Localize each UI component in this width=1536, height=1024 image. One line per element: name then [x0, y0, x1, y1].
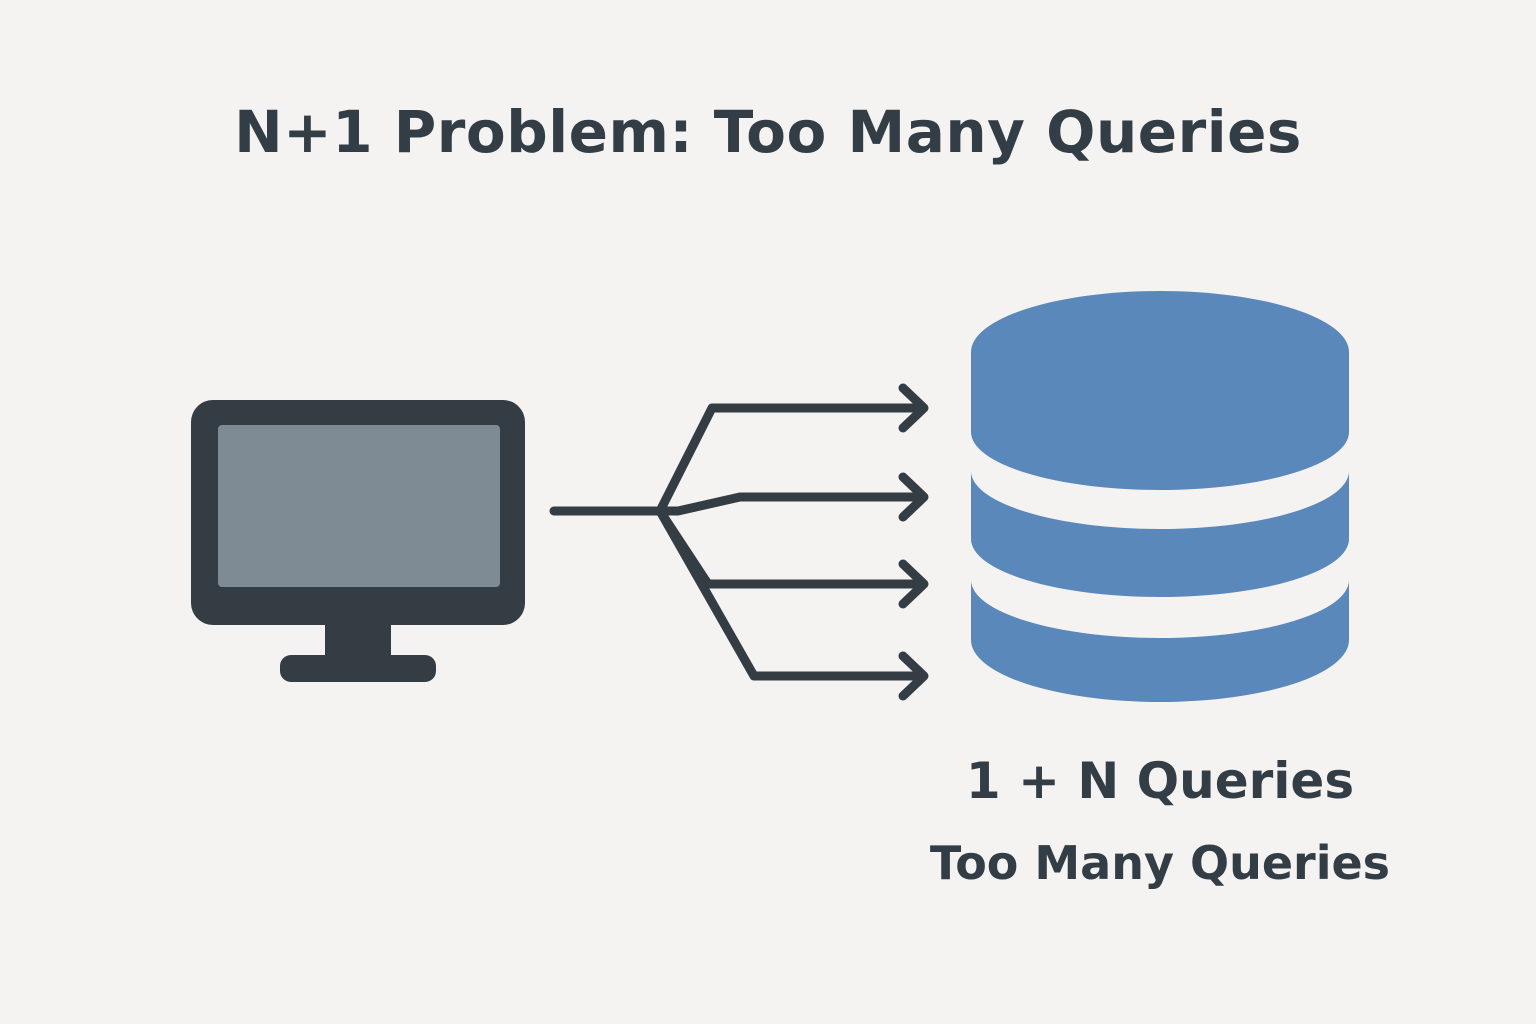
query-arrow-2 [655, 492, 927, 516]
database-top-disk [971, 291, 1349, 490]
query-arrows [549, 383, 929, 701]
database-label-secondary: Too Many Queries [929, 836, 1391, 890]
monitor-icon [191, 400, 525, 682]
monitor-stand [280, 655, 436, 682]
query-arrow-1 [655, 403, 927, 516]
database-bottom-disk [971, 580, 1349, 702]
arrowhead-1 [898, 383, 929, 433]
arrowhead-2 [898, 472, 929, 522]
database-middle-disk [971, 471, 1349, 597]
database-icon [971, 291, 1349, 702]
database-label-primary: 1 + N Queries [965, 752, 1355, 810]
diagram-title: N+1 Problem: Too Many Queries [234, 98, 1302, 166]
query-arrow-4 [655, 506, 927, 681]
arrowhead-3 [898, 559, 929, 609]
arrowhead-4 [898, 651, 929, 701]
monitor-screen [218, 425, 500, 587]
